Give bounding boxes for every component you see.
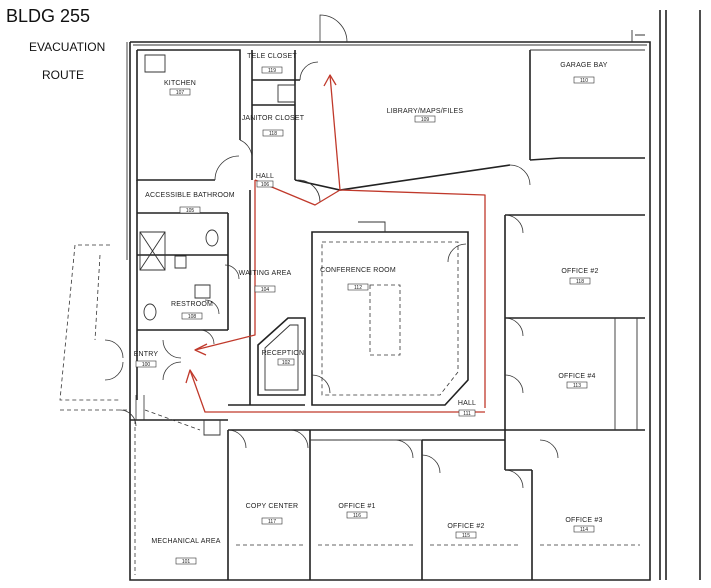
route-conference-to-entry xyxy=(189,369,485,413)
svg-text:GARAGE BAY: GARAGE BAY xyxy=(560,62,608,69)
svg-text:117: 117 xyxy=(268,519,276,525)
svg-text:119: 119 xyxy=(268,68,276,74)
svg-text:107: 107 xyxy=(176,90,185,96)
plan-title: BLDG 255 xyxy=(6,6,90,26)
doors xyxy=(104,14,559,489)
svg-text:ACCESSIBLE BATHROOM: ACCESSIBLE BATHROOM xyxy=(145,192,235,199)
room-office-3: OFFICE #3 114 xyxy=(565,517,602,533)
svg-text:OFFICE #2: OFFICE #2 xyxy=(447,523,484,530)
room-accessible-bathroom: ACCESSIBLE BATHROOM 105 xyxy=(145,192,235,214)
svg-text:100: 100 xyxy=(142,362,151,368)
route-waiting-to-entry xyxy=(194,180,256,351)
evacuation-route xyxy=(185,74,486,413)
plan-subtitle-line1: EVACUATION xyxy=(29,40,105,54)
svg-text:105: 105 xyxy=(186,208,195,214)
building-walls xyxy=(126,10,701,581)
route-library-to-north-exit xyxy=(329,74,341,191)
plan-subtitle-line2: ROUTE xyxy=(42,68,84,82)
svg-text:OFFICE #3: OFFICE #3 xyxy=(565,517,602,524)
svg-text:108: 108 xyxy=(188,314,197,320)
room-garage-bay: GARAGE BAY 110 xyxy=(560,62,608,84)
svg-text:RESTROOM: RESTROOM xyxy=(171,301,213,308)
svg-text:118: 118 xyxy=(576,279,584,285)
room-janitor-closet: JANITOR CLOSET 118 xyxy=(242,115,305,137)
svg-text:COPY CENTER: COPY CENTER xyxy=(246,503,299,510)
svg-text:106: 106 xyxy=(261,182,270,188)
room-hall-106: HALL 106 xyxy=(256,173,274,188)
svg-text:116: 116 xyxy=(353,513,361,519)
svg-text:112: 112 xyxy=(354,285,362,291)
svg-text:104: 104 xyxy=(261,287,270,293)
svg-text:JANITOR CLOSET: JANITOR CLOSET xyxy=(242,115,305,122)
svg-text:CONFERENCE ROOM: CONFERENCE ROOM xyxy=(320,267,396,274)
room-copy-center: COPY CENTER 117 xyxy=(246,503,299,525)
svg-text:HALL: HALL xyxy=(256,173,274,180)
svg-text:115: 115 xyxy=(462,533,470,539)
room-office-2-right: OFFICE #2 118 xyxy=(561,268,598,285)
room-labels: TELE CLOSET 119 KITCHEN 107 JANITOR CLOS… xyxy=(134,53,608,565)
svg-text:114: 114 xyxy=(580,527,588,533)
room-tele-closet: TELE CLOSET 119 xyxy=(247,53,297,74)
room-office-1: OFFICE #1 116 xyxy=(338,503,375,519)
room-restroom: RESTROOM 108 xyxy=(171,301,213,320)
svg-text:OFFICE #4: OFFICE #4 xyxy=(558,373,595,380)
svg-text:KITCHEN: KITCHEN xyxy=(164,80,196,87)
svg-text:102: 102 xyxy=(282,360,291,366)
room-office-2-bottom: OFFICE #2 115 xyxy=(447,523,484,539)
room-entry: ENTRY 100 xyxy=(134,351,159,368)
interior-walls xyxy=(59,49,645,580)
svg-text:ENTRY: ENTRY xyxy=(134,351,159,358)
room-hall-111: HALL 111 xyxy=(458,400,476,417)
svg-text:118: 118 xyxy=(269,131,277,137)
svg-text:OFFICE #1: OFFICE #1 xyxy=(338,503,375,510)
svg-text:111: 111 xyxy=(463,411,471,417)
room-mechanical-area: MECHANICAL AREA 101 xyxy=(151,538,220,565)
svg-text:RECEPTION: RECEPTION xyxy=(262,350,305,357)
svg-text:109: 109 xyxy=(421,117,430,123)
svg-text:OFFICE #2: OFFICE #2 xyxy=(561,268,598,275)
room-conference-room: CONFERENCE ROOM 112 xyxy=(320,267,396,291)
svg-text:MECHANICAL AREA: MECHANICAL AREA xyxy=(151,538,220,545)
room-kitchen: KITCHEN 107 xyxy=(164,80,196,96)
room-office-4: OFFICE #4 113 xyxy=(558,373,595,389)
svg-text:113: 113 xyxy=(573,383,581,389)
room-waiting-area: WAITING AREA 104 xyxy=(239,270,292,293)
svg-text:WAITING AREA: WAITING AREA xyxy=(239,270,292,277)
room-library: LIBRARY/MAPS/FILES 109 xyxy=(387,108,464,123)
svg-text:LIBRARY/MAPS/FILES: LIBRARY/MAPS/FILES xyxy=(387,108,464,115)
route-hall-segment xyxy=(254,179,486,408)
room-reception: RECEPTION 102 xyxy=(262,350,305,366)
svg-text:TELE CLOSET: TELE CLOSET xyxy=(247,53,297,60)
svg-text:110: 110 xyxy=(580,78,588,84)
svg-text:HALL: HALL xyxy=(458,400,476,407)
svg-text:101: 101 xyxy=(182,559,191,565)
